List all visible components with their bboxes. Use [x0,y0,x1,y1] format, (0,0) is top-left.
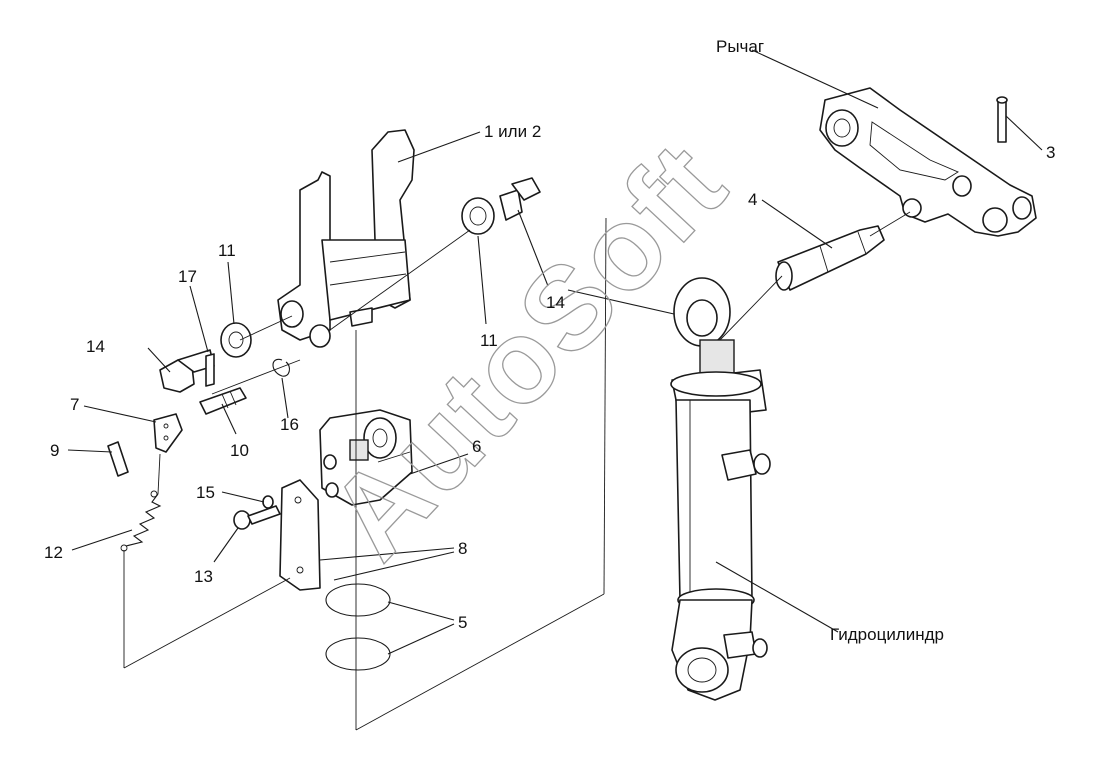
label-9: 9 [50,441,59,460]
pin-4-part [775,225,885,291]
hydraulic-cylinder-part [670,277,771,701]
label-16: 16 [280,415,299,434]
label-lever: Рычаг [716,37,764,56]
fork-part [277,129,415,348]
label-17: 17 [178,267,197,286]
label-10: 10 [230,441,249,460]
label-7: 7 [70,395,79,414]
spring-12-part [120,490,162,552]
label-cylinder: Гидроцилиндр [830,625,944,644]
label-11-left: 11 [218,241,236,260]
label-13: 13 [194,567,213,586]
label-6: 6 [472,437,481,456]
bracket-6-part [319,409,413,506]
assembly-lines [123,211,911,731]
label-4: 4 [748,190,757,209]
screw-13-part [233,505,281,530]
pin-10-part [199,387,247,415]
label-11-right: 11 [480,331,498,350]
label-15: 15 [196,483,215,502]
pin-17-part [205,353,215,387]
label-14-right: 14 [546,293,565,312]
washer-15-part [262,495,274,509]
label-8: 8 [458,539,467,558]
bolt-14-left [159,349,215,393]
leader-lines [67,49,1043,655]
label-3: 3 [1046,143,1055,162]
pin-3-part [996,96,1008,143]
label-1-or-2: 1 или 2 [484,122,541,141]
lever-part [819,87,1037,237]
bolt-14-right [499,177,541,221]
ring-5-lower [325,637,391,671]
label-12: 12 [44,543,63,562]
label-5: 5 [458,613,467,632]
pin-9-part [107,441,129,477]
ring-5-upper [325,583,391,617]
label-14-left: 14 [86,337,105,356]
bushing-11-left [220,322,252,358]
plate-7-part [153,413,183,453]
bushing-11-right [461,197,495,235]
plate-8-part [279,479,321,591]
ring-16-part [272,358,291,377]
